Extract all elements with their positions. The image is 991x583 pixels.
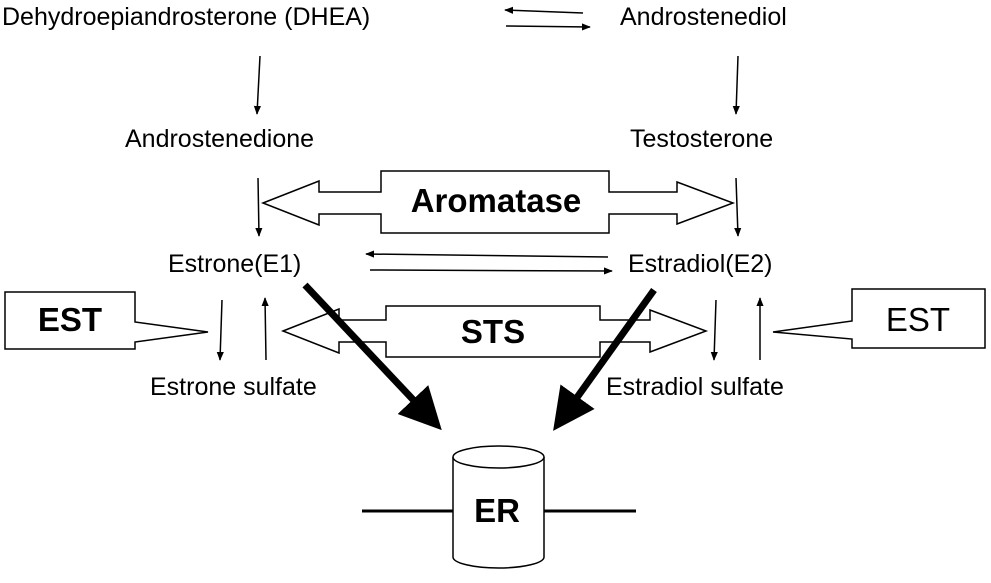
estradiol-label: Estradiol(E2) xyxy=(628,250,773,278)
sts-block-arrow xyxy=(280,305,709,358)
estrogen-receptor xyxy=(452,445,545,569)
androstenediol-label: Androstenediol xyxy=(620,3,787,31)
estradiol-to-estradiol-sulfate-arrow xyxy=(710,299,718,361)
androstenediol-to-testosterone-arrow xyxy=(732,55,740,115)
testosterone-to-estradiol-arrow xyxy=(734,177,742,237)
estradiol-sulfate-label: Estradiol sulfate xyxy=(606,373,784,401)
estradiol-to-estrone-arrow xyxy=(365,250,609,258)
testosterone-label: Testosterone xyxy=(630,125,773,153)
dhea-label: Dehydroepiandrosterone (DHEA) xyxy=(2,3,370,31)
dhea-to-androstenedione-arrow xyxy=(253,55,262,115)
aromatase-block-arrow xyxy=(260,170,736,234)
estradiol-to-receptor-arrow xyxy=(553,287,657,431)
estrone-to-estrone-sulfate-arrow xyxy=(216,299,224,361)
est-left-callout xyxy=(4,291,209,350)
sts-label: STS xyxy=(461,313,525,350)
est-right-label: EST xyxy=(886,301,950,338)
estrone-to-receptor-arrow xyxy=(302,282,442,431)
receptor-label: ER xyxy=(474,492,520,529)
est-left-label: EST xyxy=(38,301,102,338)
estrone-sulfate-to-estrone-arrow xyxy=(261,297,269,361)
androstenedione-to-estrone-arrow xyxy=(255,177,263,237)
estrone-label: Estrone(E1) xyxy=(168,250,301,278)
est-right-callout xyxy=(772,288,986,349)
androstenedione-label: Androstenedione xyxy=(125,125,314,153)
aromatase-label: Aromatase xyxy=(411,182,582,219)
androstenediol-to-dhea-arrow xyxy=(504,6,584,14)
dhea-to-androstenediol-arrow xyxy=(505,23,591,31)
estrone-to-estradiol-arrow xyxy=(369,267,613,275)
estrone-sulfate-label: Estrone sulfate xyxy=(150,373,317,401)
